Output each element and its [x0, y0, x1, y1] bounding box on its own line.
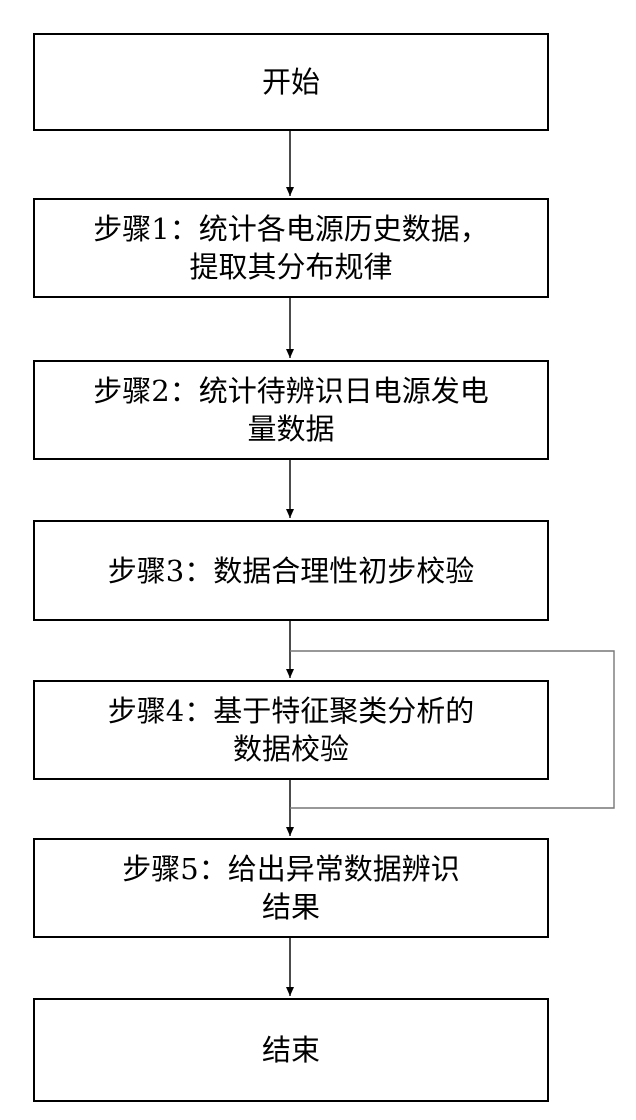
step1-box: 步骤1：统计各电源历史数据， 提取其分布规律	[33, 198, 549, 298]
step2-box: 步骤2：统计待辨识日电源发电 量数据	[33, 360, 549, 460]
step4-label-line2: 数据校验	[232, 732, 349, 766]
step2-label: 步骤2：统计待辨识日电源发电 量数据	[93, 372, 488, 448]
step1-label-line1: 步骤1：统计各电源历史数据，	[93, 212, 489, 246]
step2-label-line1: 步骤2：统计待辨识日电源发电	[93, 374, 489, 408]
step3-label: 步骤3：数据合理性初步校验	[108, 552, 474, 590]
end-label: 结束	[262, 1031, 320, 1069]
step5-box: 步骤5：给出异常数据辨识 结果	[33, 838, 549, 938]
start-label: 开始	[262, 63, 320, 101]
start-label-text: 开始	[261, 65, 320, 99]
step3-box: 步骤3：数据合理性初步校验	[33, 520, 549, 621]
step4-label-line1: 步骤4：基于特征聚类分析的	[107, 694, 475, 728]
step3-label-text: 步骤3：数据合理性初步校验	[107, 553, 475, 588]
end-label-text: 结束	[261, 1033, 320, 1067]
step2-label-line2: 量数据	[247, 412, 335, 446]
step1-label-line2: 提取其分布规律	[189, 250, 393, 284]
step4-label: 步骤4：基于特征聚类分析的 数据校验	[108, 692, 474, 768]
step1-label: 步骤1：统计各电源历史数据， 提取其分布规律	[93, 210, 488, 286]
step4-box: 步骤4：基于特征聚类分析的 数据校验	[33, 680, 549, 780]
step5-label: 步骤5：给出异常数据辨识 结果	[122, 850, 459, 926]
start-box: 开始	[33, 33, 549, 131]
feedback-loop-line	[290, 650, 615, 809]
step5-label-line2: 结果	[261, 890, 320, 924]
end-box: 结束	[33, 998, 549, 1102]
step5-label-line1: 步骤5：给出异常数据辨识	[122, 852, 460, 886]
